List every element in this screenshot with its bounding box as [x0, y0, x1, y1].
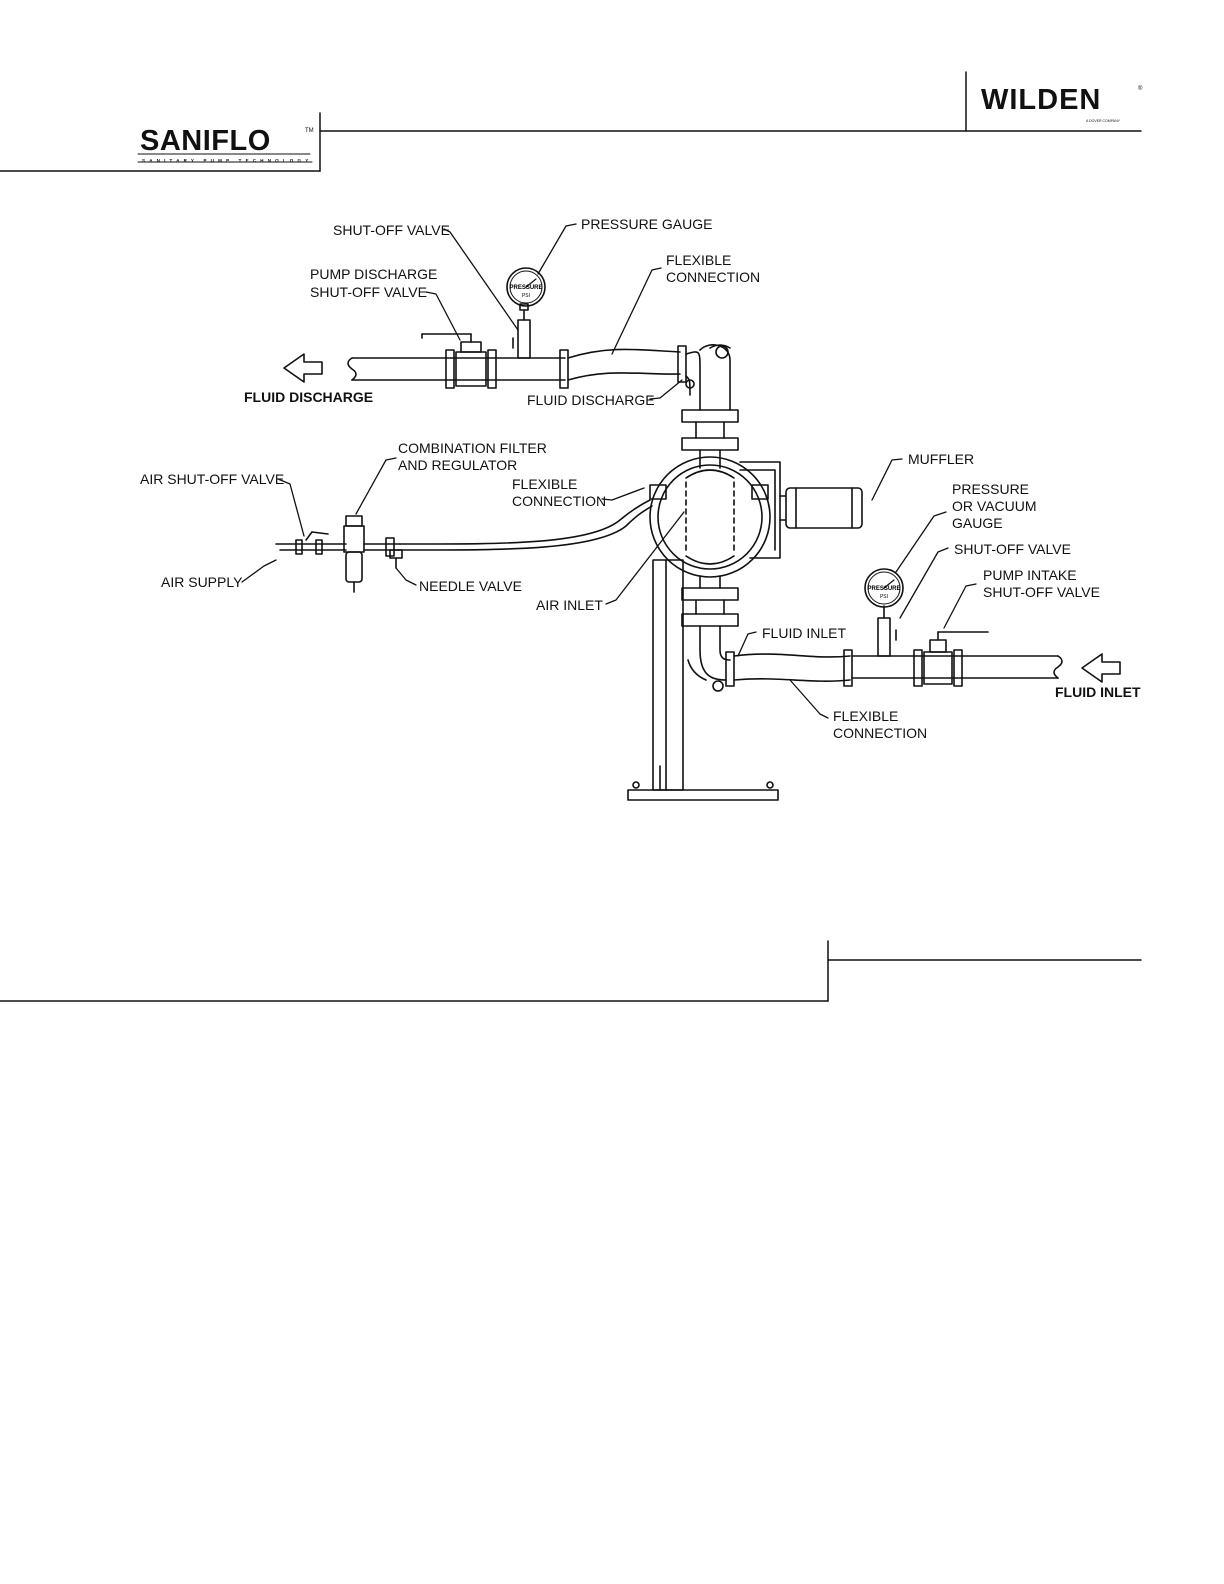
label-pump-discharge-valve-2: SHUT-OFF VALVE: [310, 284, 427, 300]
label-pump-intake-1: PUMP INTAKE: [983, 567, 1077, 583]
label-muffler: MUFFLER: [908, 451, 974, 467]
pump-stand: [627, 559, 779, 801]
gauge-face-right: PRESSURE PSI: [867, 586, 900, 600]
gauge-top-label: PRESSURE: [509, 285, 542, 291]
gauge-top-unit: PSI: [522, 293, 530, 299]
discharge-arrow: [283, 353, 323, 383]
gauge-right-label: PRESSURE: [867, 586, 900, 592]
label-fluid-discharge: FLUID DISCHARGE: [527, 392, 655, 408]
leader-lines: [241, 223, 977, 719]
wilden-logo: WILDEN ® A DOVER COMPANY: [965, 72, 1165, 132]
saniflo-logo-tagline: SANITARY PUMP TECHNOLOGY: [142, 158, 313, 163]
label-flexible-connection-bottom-2: CONNECTION: [833, 725, 927, 741]
air-line: [275, 499, 653, 593]
label-fluid-inlet: FLUID INLET: [762, 625, 846, 641]
saniflo-logo-name: SANIFLO: [140, 125, 271, 157]
header-rules: [0, 71, 1142, 172]
label-combination-filter-1: COMBINATION FILTER: [398, 440, 547, 456]
inlet-arrow: [1081, 653, 1121, 683]
label-pump-intake-2: SHUT-OFF VALVE: [983, 584, 1100, 600]
label-pressure-gauge: PRESSURE GAUGE: [581, 216, 712, 232]
discharge-pipe: [347, 303, 687, 389]
pump-body: [649, 449, 781, 578]
label-fluid-discharge-bold: FLUID DISCHARGE: [244, 389, 373, 405]
wilden-logo-name: WILDEN: [981, 84, 1102, 116]
label-pressure-vacuum-2: OR VACUUM: [952, 498, 1037, 514]
saniflo-logo: SANIFLO TM SANITARY PUMP TECHNOLOGY: [0, 113, 320, 171]
pressure-gauge-top: [506, 267, 546, 307]
label-flexible-connection-air-1: FLEXIBLE: [512, 476, 577, 492]
pressure-vacuum-gauge: [864, 568, 904, 608]
wilden-logo-reg: ®: [1138, 86, 1143, 92]
label-shut-off-valve-right: SHUT-OFF VALVE: [954, 541, 1071, 557]
label-flexible-connection-top-2: CONNECTION: [666, 269, 760, 285]
pump-discharge-elbow: [681, 344, 739, 451]
gauge-right-unit: PSI: [880, 594, 888, 600]
label-fluid-inlet-bold: FLUID INLET: [1055, 684, 1141, 700]
label-flexible-connection-top-1: FLEXIBLE: [666, 252, 731, 268]
footer-rules: [0, 940, 1142, 1002]
gauge-face-top: PRESSURE PSI: [509, 285, 542, 299]
muffler: [779, 487, 863, 529]
label-pump-discharge-valve-1: PUMP DISCHARGE: [310, 266, 437, 282]
label-flexible-connection-bottom-1: FLEXIBLE: [833, 708, 898, 724]
label-air-shut-off-valve: AIR SHUT-OFF VALVE: [140, 471, 284, 487]
label-combination-filter-2: AND REGULATOR: [398, 457, 517, 473]
diagram-labels: SHUT-OFF VALVE PRESSURE GAUGE PUMP DISCH…: [140, 216, 1141, 741]
label-shut-off-valve-top: SHUT-OFF VALVE: [333, 222, 450, 238]
label-flexible-connection-air-2: CONNECTION: [512, 493, 606, 509]
label-air-supply: AIR SUPPLY: [161, 574, 243, 590]
label-needle-valve: NEEDLE VALVE: [419, 578, 522, 594]
wilden-logo-tagline: A DOVER COMPANY: [1086, 119, 1120, 123]
label-pressure-vacuum-3: GAUGE: [952, 515, 1003, 531]
label-air-inlet: AIR INLET: [536, 597, 603, 613]
saniflo-logo-tm: TM: [305, 128, 314, 134]
inlet-pipe: [733, 605, 1063, 687]
pump-inlet-elbow: [681, 575, 739, 692]
label-pressure-vacuum-1: PRESSURE: [952, 481, 1029, 497]
